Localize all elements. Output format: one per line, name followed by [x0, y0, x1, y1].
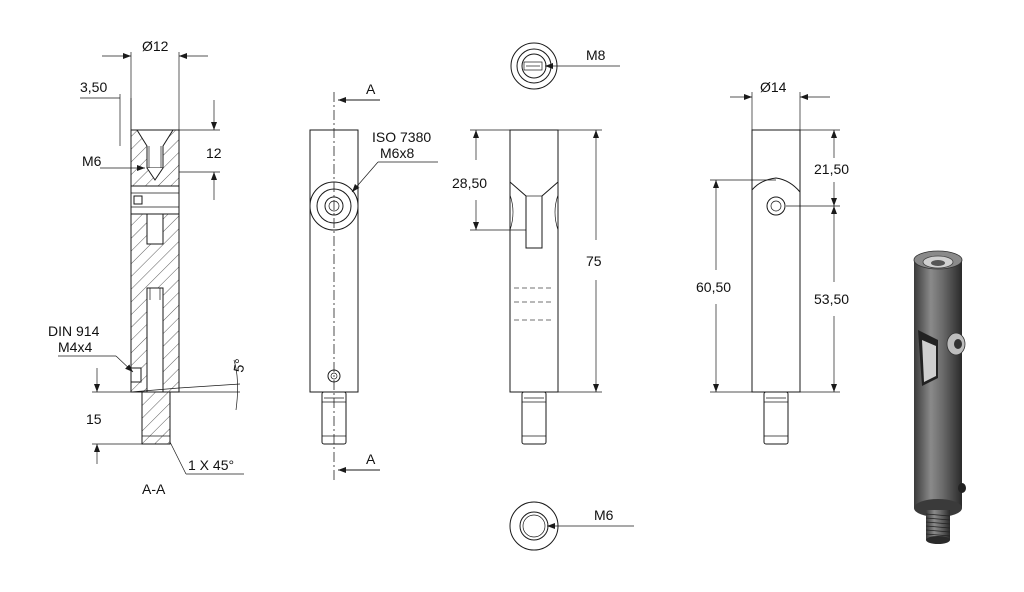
label-m6x8: M6x8: [380, 145, 414, 161]
dim-dia-14: Ø14: [760, 79, 787, 95]
section-view: Ø12 3,50 M6 12 DIN 914 M4x4 5° 15: [48, 38, 248, 497]
dim-60-50: 60,50: [696, 279, 731, 295]
dim-dia-12: Ø12: [142, 38, 169, 54]
dim-m6-bottom: M6: [594, 507, 614, 523]
section-mark-bottom: A: [366, 451, 376, 467]
dim-angle-5: 5°: [230, 358, 248, 374]
dim-m8: M8: [586, 47, 606, 63]
dim-28-50: 28,50: [452, 175, 487, 191]
label-din-914: DIN 914: [48, 323, 100, 339]
label-m4x4: M4x4: [58, 339, 92, 355]
side-view: 28,50 75 M8 M6: [452, 42, 634, 551]
dim-15: 15: [86, 411, 102, 427]
dim-12-depth: 12: [206, 145, 222, 161]
dim-m6-top: M6: [82, 153, 102, 169]
isometric-render: [913, 250, 966, 544]
front-view: A A ISO 7380 M6x8: [309, 81, 438, 482]
dim-75: 75: [586, 253, 602, 269]
dim-21-50: 21,50: [814, 161, 849, 177]
dim-53-50: 53,50: [814, 291, 849, 307]
dim-chamfer: 1 X 45°: [188, 457, 234, 473]
bottom-view-m6: M6: [509, 501, 634, 551]
right-view: Ø14 21,50 53,50 60,50: [696, 79, 849, 445]
section-mark-top: A: [366, 81, 376, 97]
top-view-m8: M8: [510, 42, 620, 90]
dim-3-50: 3,50: [80, 79, 107, 95]
label-iso-7380: ISO 7380: [372, 129, 431, 145]
section-pin: [141, 391, 171, 445]
section-title: A-A: [142, 481, 166, 497]
